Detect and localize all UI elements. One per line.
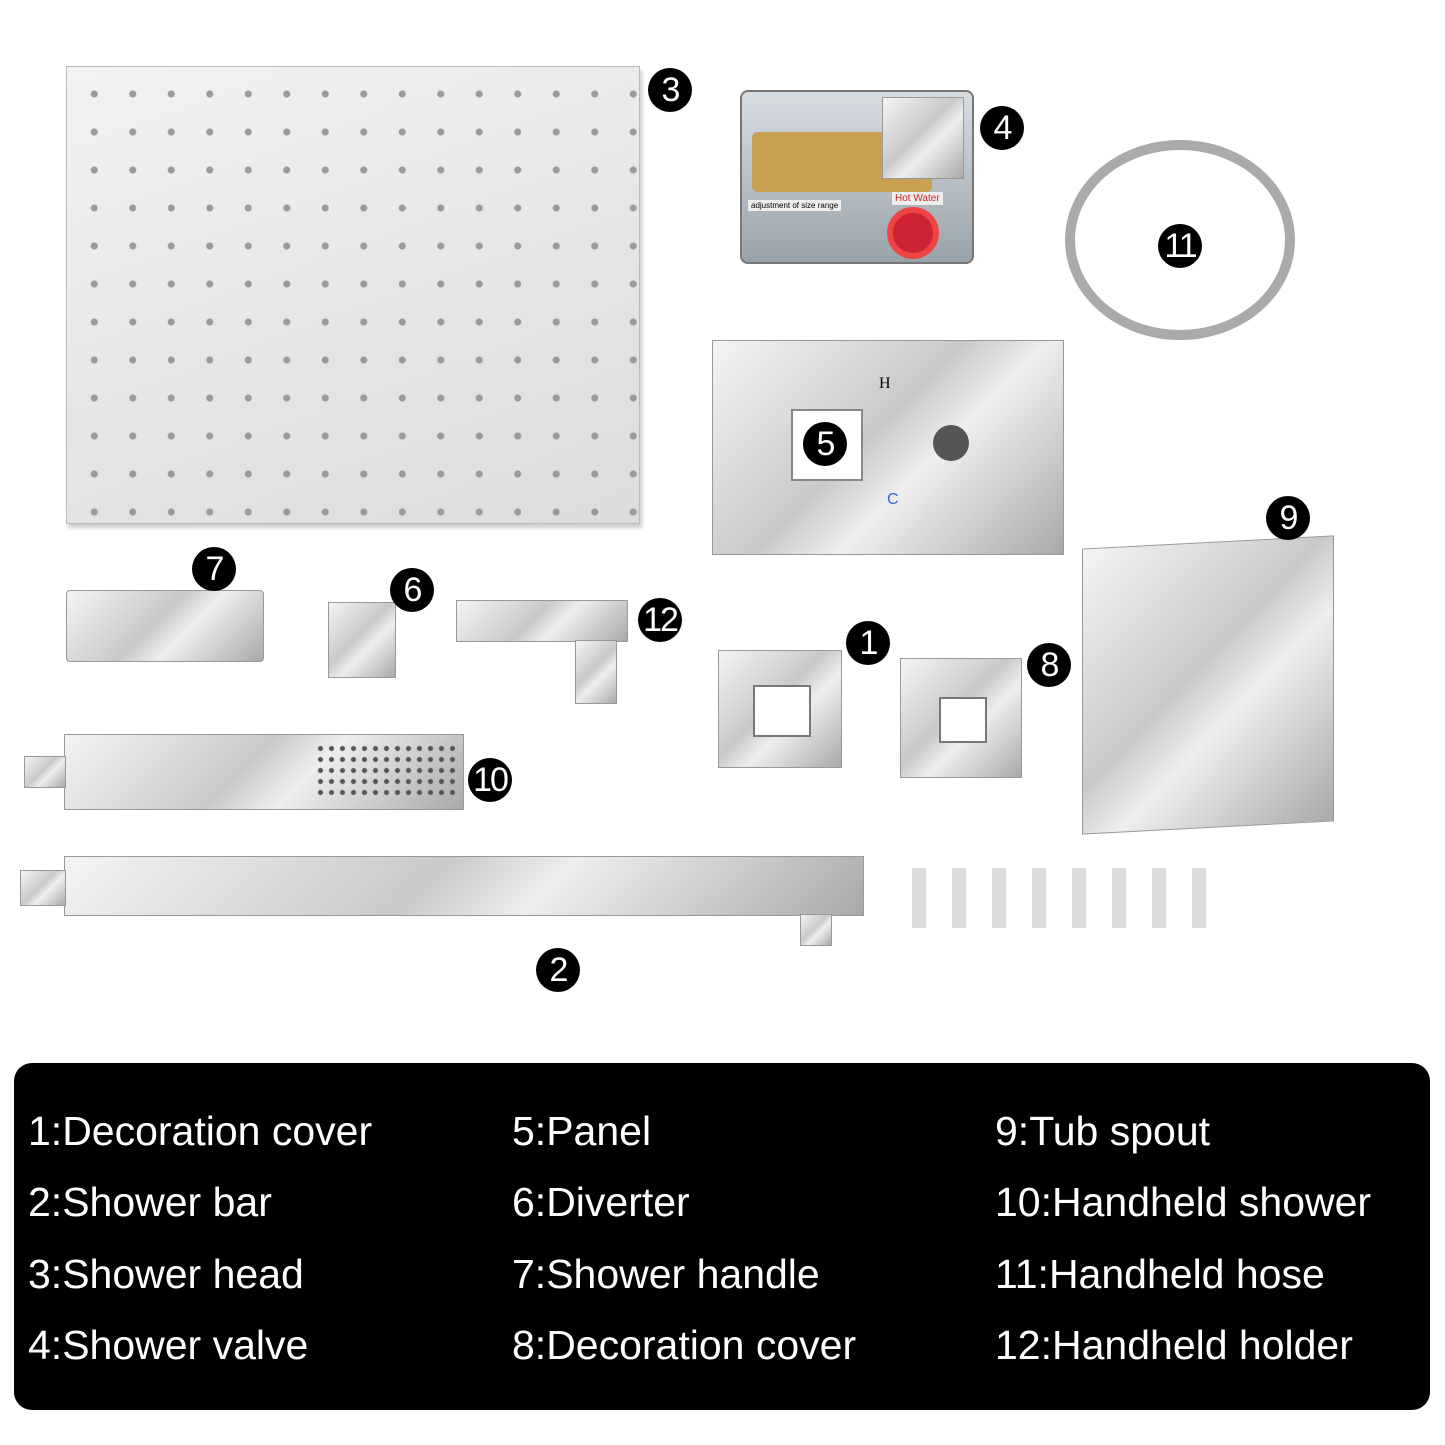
legend-item: 2:Shower bar xyxy=(28,1179,272,1225)
legend-item: 6:Diverter xyxy=(512,1179,690,1225)
shower-bar-image xyxy=(64,856,864,916)
shower-valve-image: adjustment of size range Hot Water xyxy=(740,90,974,264)
callout-8: 8 xyxy=(1027,643,1071,687)
legend-box: 1:Decoration cover 2:Shower bar 3:Shower… xyxy=(14,1063,1430,1410)
legend-item: 7:Shower handle xyxy=(512,1251,820,1297)
hot-mark: H xyxy=(879,375,891,392)
legend-item: 1:Decoration cover xyxy=(28,1108,373,1154)
panel-image: H C xyxy=(712,340,1064,555)
callout-7: 7 xyxy=(192,547,236,591)
bar-outlet xyxy=(800,914,832,946)
callout-10: 10 xyxy=(468,758,512,802)
diverter-image xyxy=(328,602,396,678)
valve-label-adjust: adjustment of size range xyxy=(748,200,842,211)
callout-2: 2 xyxy=(536,948,580,992)
shower-head-image xyxy=(66,66,640,524)
handheld-hose-image xyxy=(1065,140,1295,340)
legend-item: 5:Panel xyxy=(512,1108,652,1154)
callout-1: 1 xyxy=(846,621,890,665)
callout-6: 6 xyxy=(390,568,434,612)
valve-label-hot: Hot Water xyxy=(892,192,943,205)
decoration-cover-1-image xyxy=(718,650,842,768)
legend-item: 3:Shower head xyxy=(28,1251,304,1297)
screws-and-anchors-image xyxy=(912,868,1212,928)
bar-connector xyxy=(20,870,66,906)
shower-handle-image xyxy=(66,590,264,662)
legend-item: 12:Handheld holder xyxy=(995,1322,1353,1368)
tub-spout-image xyxy=(1082,535,1334,835)
callout-3: 3 xyxy=(648,68,692,112)
handheld-holder-image xyxy=(456,600,628,642)
legend-item: 4:Shower valve xyxy=(28,1322,309,1368)
callout-11: 11 xyxy=(1158,224,1202,268)
handheld-shower-image xyxy=(64,734,464,810)
legend-item: 9:Tub spout xyxy=(995,1108,1211,1154)
callout-4: 4 xyxy=(980,106,1024,150)
cold-mark: C xyxy=(887,491,899,508)
decoration-cover-8-image xyxy=(900,658,1022,778)
callout-5: 5 xyxy=(803,422,847,466)
holder-bracket xyxy=(575,640,617,704)
callout-9: 9 xyxy=(1266,496,1310,540)
legend-item: 11:Handheld hose xyxy=(995,1251,1325,1297)
callout-12: 12 xyxy=(638,598,682,642)
legend-item: 10:Handheld shower xyxy=(995,1179,1372,1225)
handheld-connector xyxy=(24,756,66,788)
legend-item: 8:Decoration cover xyxy=(512,1322,857,1368)
